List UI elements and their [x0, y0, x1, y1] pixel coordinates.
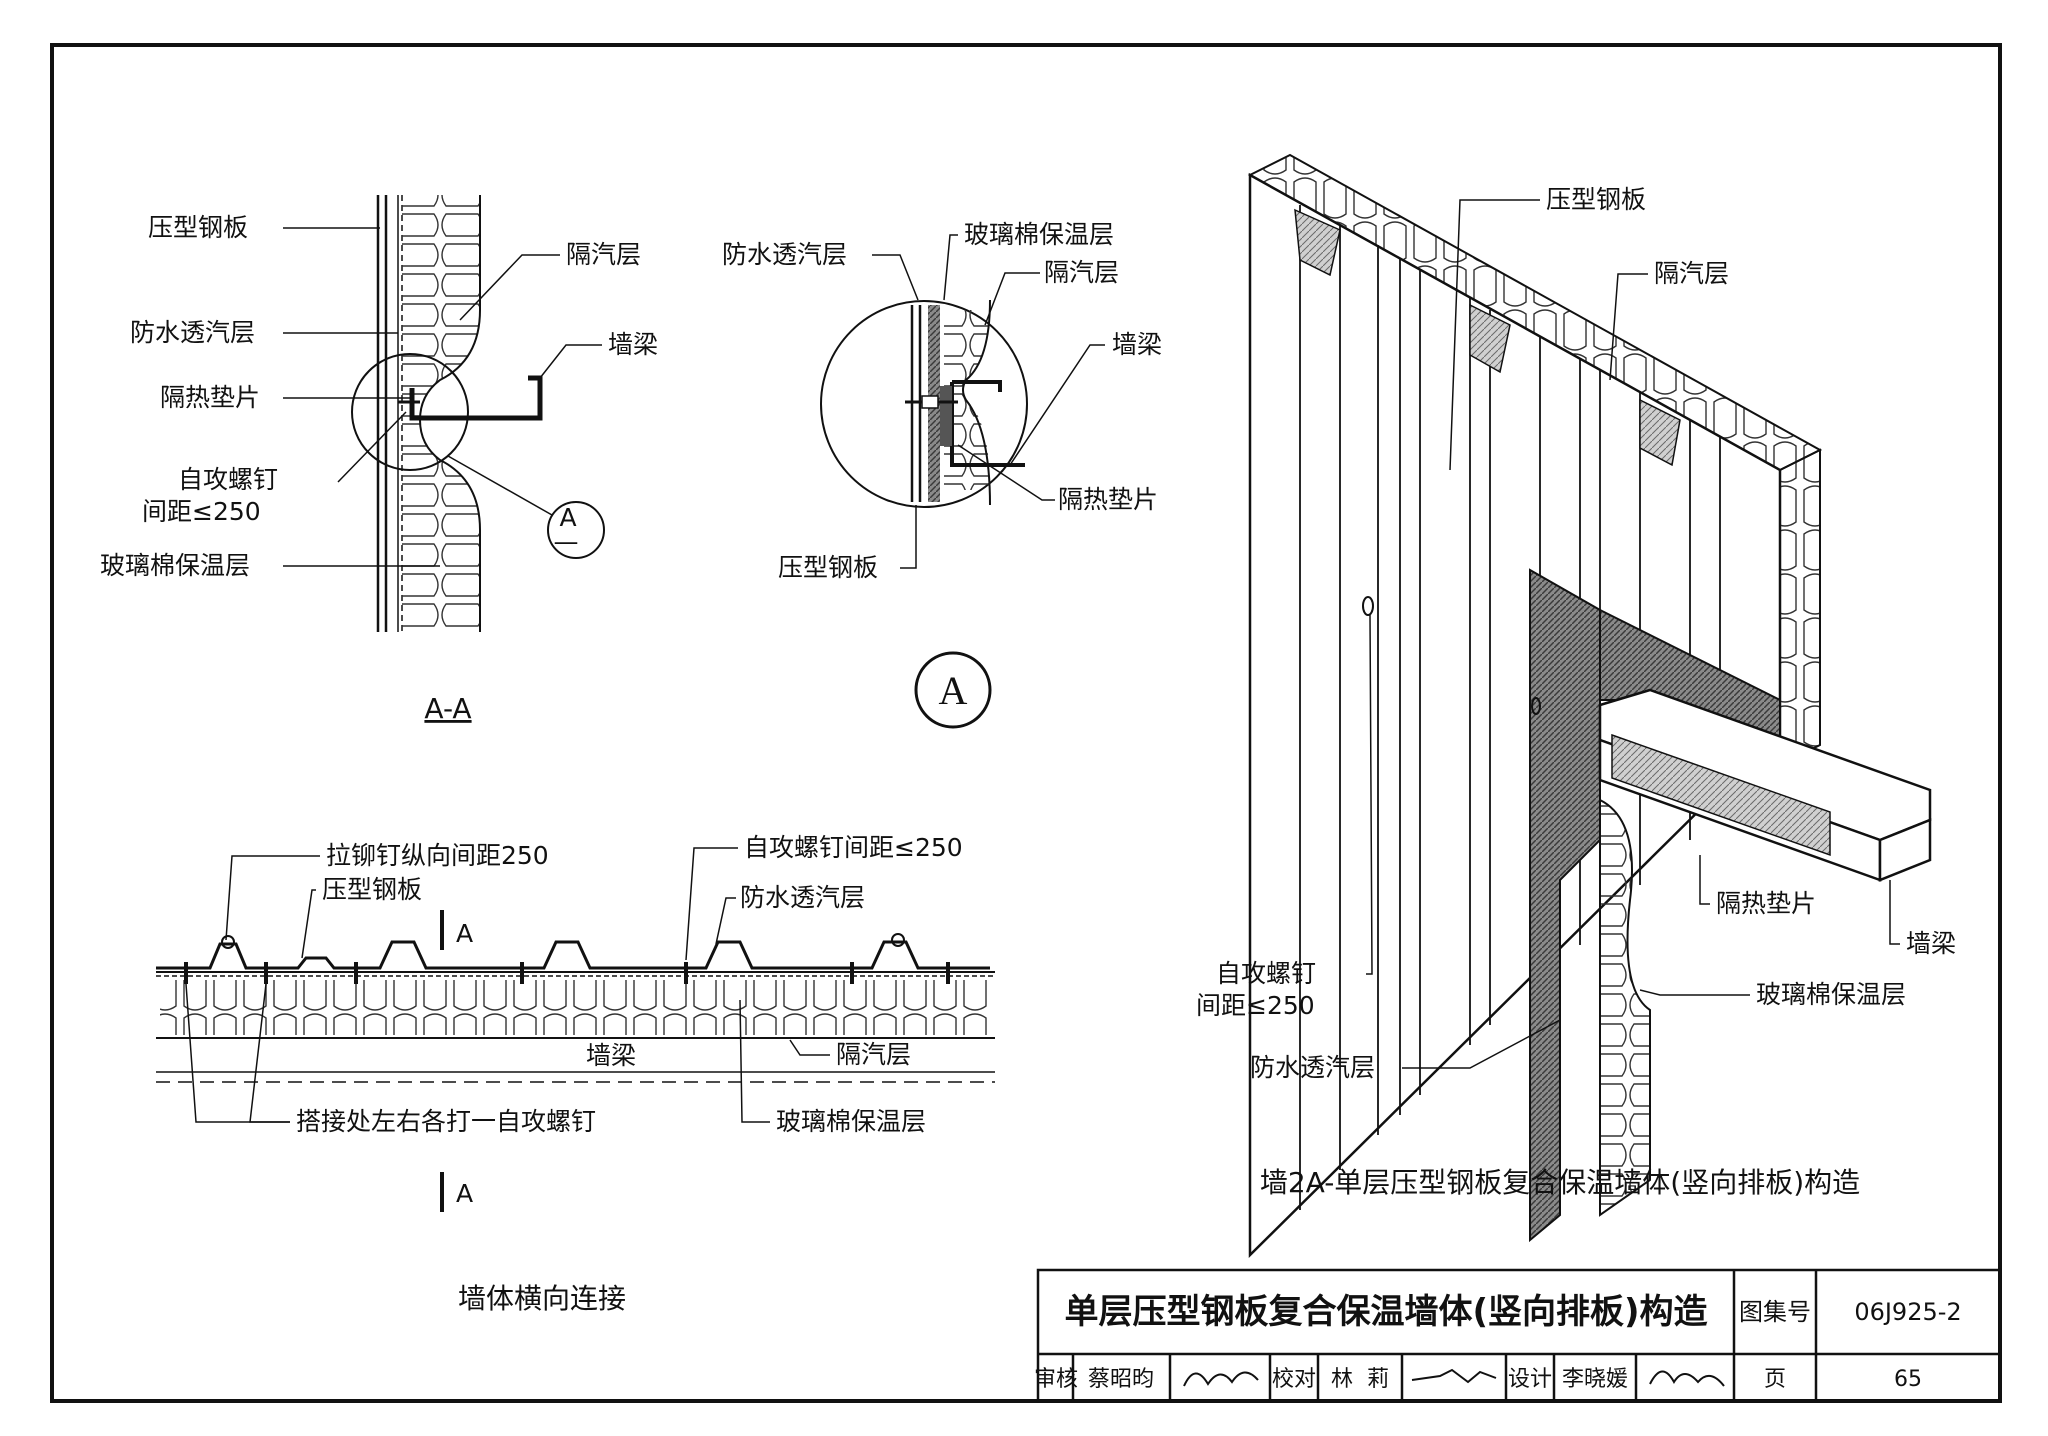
aa-label-vapor: 隔汽层: [566, 240, 641, 269]
aa-label-screw: 自攻螺钉: [178, 465, 278, 494]
lat-label-steel: 压型钢板: [322, 875, 422, 904]
iso-label-membrane: 防水透汽层: [1250, 1053, 1375, 1082]
isometric-drawing: [1247, 153, 1932, 1258]
section-aa-drawing: [283, 195, 605, 632]
a-label-steel: 压型钢板: [778, 553, 878, 582]
aa-callout-sub: —: [554, 527, 579, 556]
tb-page-no: 65: [1894, 1367, 1922, 1392]
lat-section-top: A: [456, 919, 473, 948]
lat-label-vapor: 隔汽层: [836, 1040, 911, 1069]
lat-section-bottom: A: [456, 1179, 473, 1208]
lat-label-beam: 墙梁: [586, 1041, 636, 1070]
aa-label-pad: 隔热垫片: [160, 383, 260, 412]
aa-label-beam: 墙梁: [608, 330, 658, 359]
lat-label-rivet: 拉铆钉纵向间距250: [326, 841, 549, 870]
tb-check-label: 校对: [1272, 1367, 1316, 1392]
a-circle-letter: A: [939, 668, 968, 713]
aa-label-screw-spacing: 间距≤250: [142, 497, 261, 526]
detail-a-drawing: [820, 234, 1105, 729]
iso-label-vapor: 隔汽层: [1654, 259, 1729, 288]
aa-label-steel: 压型钢板: [148, 213, 248, 242]
a-label-beam: 墙梁: [1112, 330, 1162, 359]
aa-caption: A-A: [424, 692, 471, 725]
a-label-vapor: 隔汽层: [1044, 258, 1119, 287]
iso-label-steel: 压型钢板: [1546, 185, 1646, 214]
iso-label-pad: 隔热垫片: [1716, 889, 1816, 918]
tb-page-label: 页: [1764, 1367, 1786, 1392]
lat-label-membrane: 防水透汽层: [740, 883, 865, 912]
tb-check-name: 林 莉: [1331, 1367, 1389, 1392]
tb-design-name: 李晓媛: [1562, 1367, 1628, 1392]
iso-label-screw-spacing: 间距≤250: [1196, 991, 1315, 1020]
tb-title: 单层压型钢板复合保温墙体(竖向排板)构造: [1064, 1292, 1707, 1332]
tb-review-signature: [1183, 1371, 1259, 1387]
tb-review-label: 审核: [1034, 1367, 1078, 1392]
aa-label-membrane: 防水透汽层: [130, 318, 255, 347]
iso-label-beam: 墙梁: [1906, 929, 1956, 958]
a-label-pad: 隔热垫片: [1058, 485, 1158, 514]
iso-label-screw: 自攻螺钉: [1216, 959, 1316, 988]
lat-label-wool: 玻璃棉保温层: [776, 1107, 926, 1136]
lat-label-screw: 自攻螺钉间距≤250: [744, 833, 963, 862]
iso-caption: 墙2A-单层压型钢板复合保温墙体(竖向排板)构造: [1260, 1166, 1860, 1199]
iso-label-wool: 玻璃棉保温层: [1756, 980, 1906, 1009]
a-label-membrane: 防水透汽层: [722, 240, 847, 269]
tb-design-label: 设计: [1508, 1367, 1552, 1392]
aa-label-wool: 玻璃棉保温层: [100, 551, 250, 580]
title-block-frame: [1036, 1268, 2002, 1403]
lateral-connection-drawing: [156, 847, 995, 1212]
tb-design-signature: [1649, 1370, 1725, 1387]
tb-atlas-label: 图集号: [1739, 1298, 1811, 1326]
tb-review-name: 蔡昭昀: [1088, 1367, 1154, 1392]
sheet-border: [50, 43, 2002, 1403]
tb-check-signature: [1411, 1368, 1497, 1384]
tb-atlas-no: 06J925-2: [1854, 1298, 1961, 1326]
lat-caption: 墙体横向连接: [458, 1282, 626, 1315]
a-label-wool: 玻璃棉保温层: [964, 220, 1114, 249]
lat-label-lap: 搭接处左右各打一自攻螺钉: [296, 1107, 596, 1136]
aa-callout-letter: A: [559, 503, 576, 532]
